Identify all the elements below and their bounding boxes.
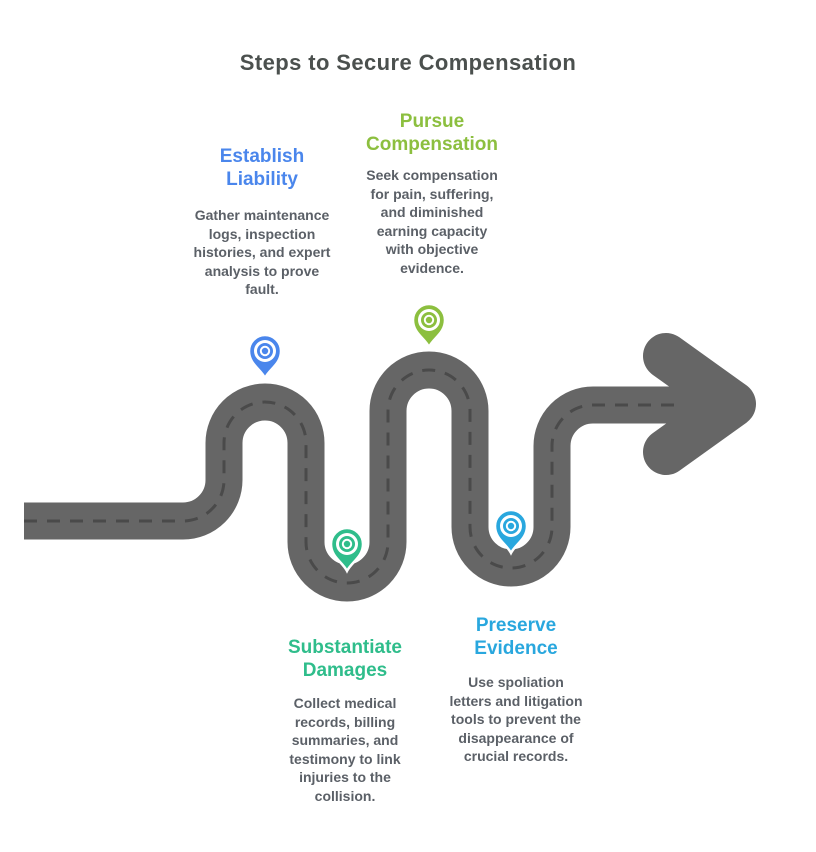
- map-pin-icon-pursue-compensation: [411, 302, 447, 350]
- road-center-dashed-line: [24, 368, 678, 585]
- page-title: Steps to Secure Compensation: [239, 50, 577, 75]
- step-title-preserve-evidence: Preserve Evidence: [474, 615, 558, 659]
- step-title-establish-liability: Establish Liability: [219, 146, 305, 190]
- step-description-substantiate-damages: Collect medical records, billing summari…: [289, 695, 401, 804]
- step-description-establish-liability: Gather maintenance logs, inspection hist…: [193, 207, 331, 297]
- arrow-head-icon: [643, 333, 756, 475]
- step-description-pursue-compensation: Seek compensation for pain, suffering, a…: [366, 167, 498, 276]
- map-pin-icon-substantiate-damages: [329, 526, 365, 574]
- step-title-pursue-compensation: Pursue Compensation: [366, 111, 498, 155]
- step-title-substantiate-damages: Substantiate Damages: [287, 637, 403, 681]
- step-description-preserve-evidence: Use spoliation letters and litigation to…: [449, 674, 583, 764]
- map-pin-icon-establish-liability: [247, 333, 283, 381]
- map-pin-icon-preserve-evidence: [493, 508, 529, 556]
